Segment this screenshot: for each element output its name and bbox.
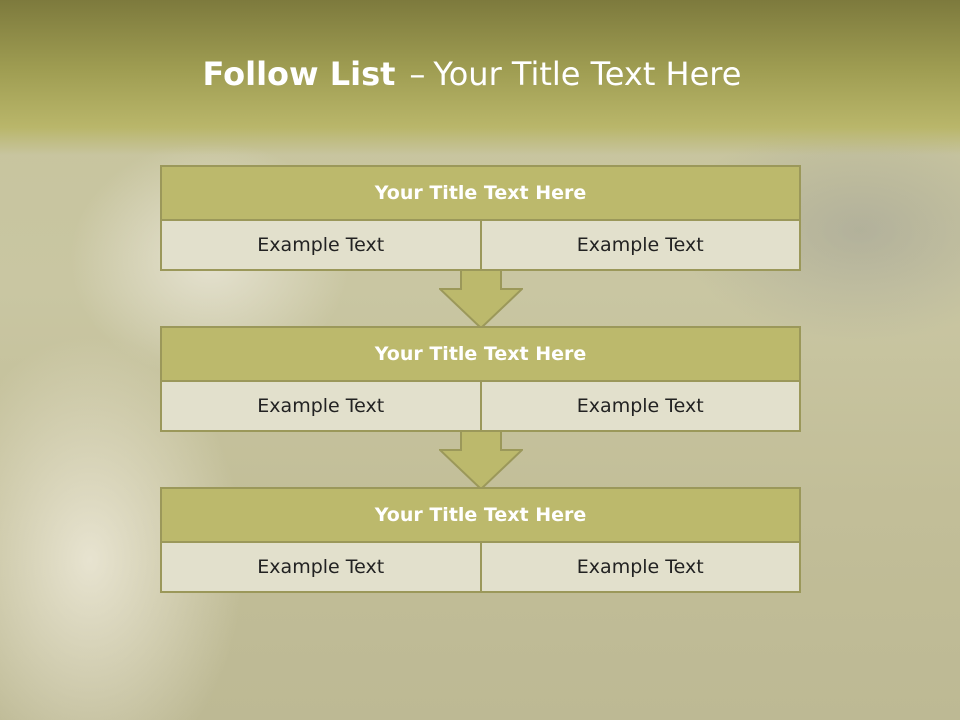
step-cell-left: Example Text xyxy=(160,543,482,593)
step-cell-right: Example Text xyxy=(479,543,801,593)
slide-title-bold: Follow List xyxy=(202,55,396,93)
step-title: Your Title Text Here xyxy=(160,487,801,543)
slide-title-rest: Your Title Text Here xyxy=(433,55,742,93)
step-block-1: Your Title Text Here Example Text Exampl… xyxy=(160,165,801,271)
step-row: Example Text Example Text xyxy=(160,382,801,432)
step-cell-right: Example Text xyxy=(479,382,801,432)
down-arrow-icon xyxy=(439,430,523,490)
down-arrow-icon xyxy=(439,269,523,329)
step-block-3: Your Title Text Here Example Text Exampl… xyxy=(160,487,801,593)
step-row: Example Text Example Text xyxy=(160,221,801,271)
step-title: Your Title Text Here xyxy=(160,165,801,221)
step-cell-left: Example Text xyxy=(160,221,482,271)
step-cell-right: Example Text xyxy=(479,221,801,271)
slide-title: Follow List–Your Title Text Here xyxy=(0,52,944,96)
step-row: Example Text Example Text xyxy=(160,543,801,593)
header-band xyxy=(0,0,960,155)
step-block-2: Your Title Text Here Example Text Exampl… xyxy=(160,326,801,432)
slide-title-dash: – xyxy=(409,55,426,93)
step-title: Your Title Text Here xyxy=(160,326,801,382)
step-cell-left: Example Text xyxy=(160,382,482,432)
